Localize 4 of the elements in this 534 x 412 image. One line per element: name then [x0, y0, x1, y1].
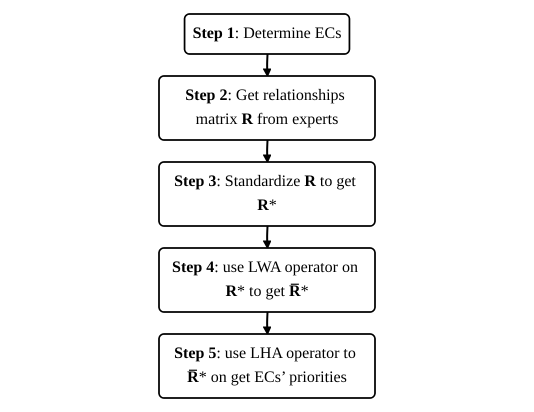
arrow	[262, 226, 272, 249]
arrow	[262, 54, 272, 77]
arrow	[262, 140, 272, 163]
arrow	[262, 312, 272, 335]
